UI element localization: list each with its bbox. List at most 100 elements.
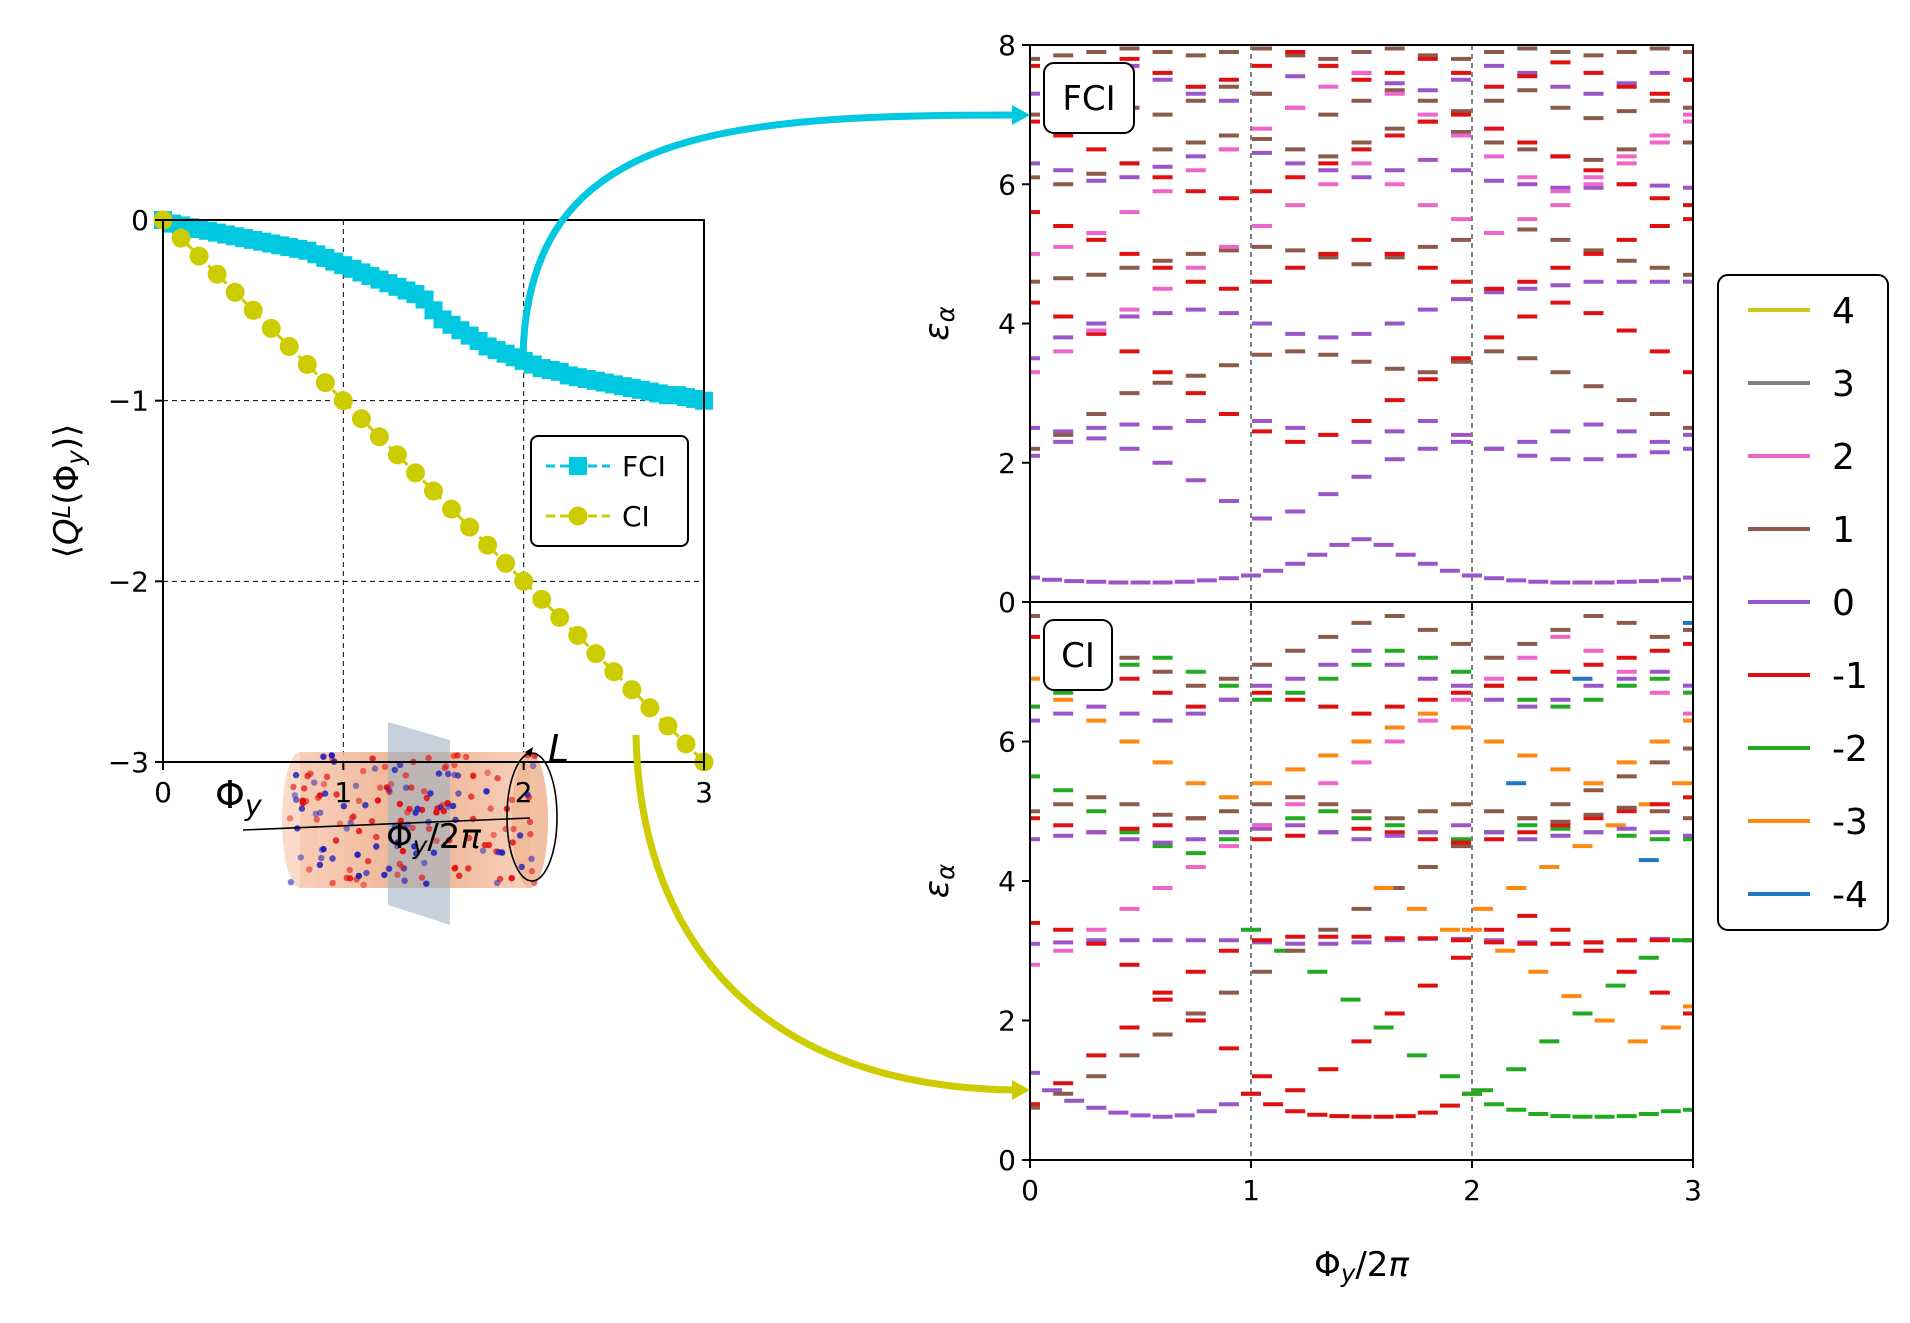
plot-frame [162, 219, 705, 763]
inset-phi-label: Φy [215, 773, 263, 822]
inset-particle [494, 775, 501, 782]
inset-particle [333, 791, 340, 798]
inset-particle [343, 874, 350, 881]
inset-particle [527, 831, 534, 838]
ci-point [424, 481, 443, 501]
inset-particle [298, 805, 306, 812]
ci-spectrum-marks [1030, 614, 1693, 1119]
inset-particle [381, 763, 389, 770]
inset-particle [321, 790, 329, 797]
y-axis-label: εα [917, 306, 960, 341]
inset-L-label: L [548, 727, 569, 771]
inset-particle [421, 859, 428, 867]
side-legend-label: 3 [1832, 364, 1855, 405]
inset-particle [465, 865, 472, 872]
x-tick-label: 2 [1463, 1174, 1481, 1207]
inset-particle [352, 782, 360, 789]
inset-particle [320, 753, 327, 760]
inset-particle [445, 770, 452, 778]
inset-particle [397, 817, 404, 824]
inset-particle [470, 772, 477, 779]
inset-particle [418, 874, 426, 881]
side-legend-label: 4 [1832, 291, 1855, 332]
inset-particle [347, 819, 354, 826]
inset-particle [485, 841, 493, 849]
inset-particle [411, 843, 418, 850]
inset-particle [293, 796, 300, 803]
y-tick-label: 4 [998, 865, 1016, 898]
inset-particle [311, 779, 318, 786]
ci-point [261, 318, 281, 338]
legend-label: CI [622, 500, 650, 533]
inset-particle [304, 772, 311, 780]
inset-particle [354, 851, 361, 858]
inset-particle [363, 869, 370, 877]
inset-particle [516, 832, 524, 839]
y-tick-label: 2 [998, 447, 1016, 480]
inset-particle [451, 761, 458, 769]
ci-point [225, 282, 245, 302]
inset-particle [394, 871, 401, 878]
inset-particle [320, 780, 328, 788]
inset-particle [518, 863, 525, 871]
inset-particle [287, 879, 295, 886]
inset-particle [346, 866, 353, 874]
side-legend-label: -4 [1832, 875, 1868, 916]
ci-arrowhead [1012, 1080, 1030, 1100]
inset-particle [316, 792, 324, 799]
inset-particle [423, 794, 430, 802]
inset-particle [329, 855, 336, 862]
inset-particle [329, 879, 336, 887]
inset-particle [360, 881, 367, 888]
inset-particle [440, 807, 447, 815]
inset-particle [484, 769, 491, 776]
left-series [153, 210, 714, 772]
inset-particle [323, 773, 331, 780]
inset-particle [455, 790, 462, 797]
panel-tag: CI [1061, 636, 1095, 676]
inset-particle [508, 796, 516, 803]
inset-particle [425, 825, 433, 832]
inset-particle [373, 843, 380, 850]
inset-particle [466, 834, 473, 842]
inset-particle [402, 772, 409, 779]
ci-point [243, 300, 263, 320]
inset-particle [454, 752, 461, 759]
inset-particle [388, 780, 395, 788]
x-tick-label: 1 [334, 776, 352, 809]
inset-particle [396, 800, 404, 808]
inset-particle [373, 833, 380, 841]
ci-point [369, 427, 389, 447]
inset-particle [385, 865, 393, 872]
inset-particle [496, 875, 504, 883]
inset-particle [376, 784, 384, 791]
ci-point [658, 716, 678, 736]
x-axis-label: Φy/2π [386, 817, 481, 860]
inset-particle [456, 872, 463, 879]
connector-arrows [519, 105, 1030, 1100]
inset-particle [396, 761, 404, 768]
inset-particle [524, 791, 531, 798]
ci-point [586, 644, 606, 664]
inset-particle [445, 803, 452, 810]
ci-point [406, 463, 425, 483]
inset-particle [381, 871, 388, 879]
panel-tag-box [1043, 62, 1135, 134]
inset-particle [313, 816, 320, 823]
side-legend-label: -2 [1832, 729, 1868, 770]
y-tick-label: 6 [998, 726, 1016, 759]
y-tick-label: 0 [131, 204, 149, 237]
inset-particle [306, 866, 313, 873]
inset-particle [340, 803, 347, 810]
inset-particle [439, 801, 446, 809]
ci-point [189, 246, 209, 266]
side-legend-label: -3 [1832, 802, 1868, 843]
ci-point [478, 535, 498, 555]
inset-particle [299, 797, 306, 804]
ci-connector-arrow [632, 734, 1019, 1094]
y-tick-label: 6 [998, 168, 1016, 201]
